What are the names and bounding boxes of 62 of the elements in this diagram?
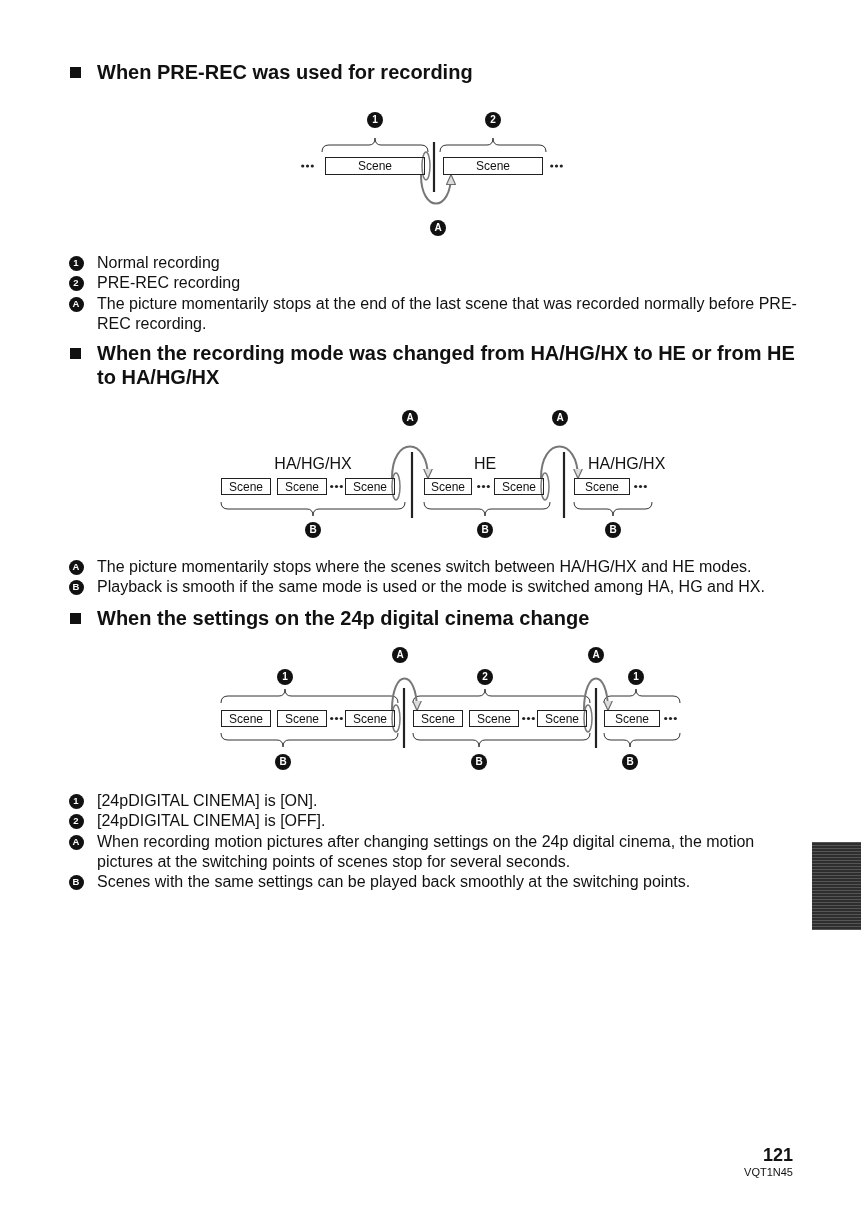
note-text: The picture momentarily stops where the scenes switch between HA/HG/HX and HE modes. xyxy=(97,557,753,577)
callout-marker: 1 xyxy=(628,669,644,685)
scene-box: Scene xyxy=(494,478,544,495)
note-text: Scenes with the same settings can be played back smoothly at the switching points. xyxy=(97,872,692,892)
scene-box: Scene xyxy=(604,710,660,727)
section-heading: When PRE-REC was used for recording xyxy=(97,60,474,84)
scene-box: Scene xyxy=(443,157,543,175)
callout-marker: B xyxy=(622,754,638,770)
note-marker: 2 xyxy=(68,813,84,829)
callout-marker: 1 xyxy=(277,669,293,685)
curved-arrow xyxy=(420,173,456,205)
note-marker: A xyxy=(68,834,84,850)
note-text: Normal recording xyxy=(97,253,221,273)
callout-marker: B xyxy=(471,754,487,770)
mode-label: HE xyxy=(473,455,497,473)
scene-box: Scene xyxy=(221,710,271,727)
callout-marker: A xyxy=(402,410,418,426)
scene-box: Scene xyxy=(345,710,395,727)
curved-arrow xyxy=(540,445,583,480)
note-marker: A xyxy=(68,559,84,575)
mode-label: HA/HG/HX xyxy=(274,455,352,473)
note-text: [24pDIGITAL CINEMA] is [ON]. xyxy=(97,791,319,811)
callout-marker: A xyxy=(430,220,446,236)
scene-box: Scene xyxy=(345,478,395,495)
scene-box: Scene xyxy=(221,478,271,495)
callout-marker: B xyxy=(275,754,291,770)
scene-box: Scene xyxy=(325,157,425,175)
callout-marker: B xyxy=(605,522,621,538)
scene-box: Scene xyxy=(537,710,587,727)
document-code: VQT1N45 xyxy=(744,1166,793,1179)
page-number: 121 xyxy=(762,1145,793,1165)
note-marker: B xyxy=(68,579,84,595)
note-marker: 2 xyxy=(68,275,84,291)
callout-marker: B xyxy=(477,522,493,538)
curved-arrow xyxy=(391,445,433,480)
note-text: PRE-REC recording xyxy=(97,273,242,293)
curved-arrow xyxy=(391,677,422,712)
note-marker: 1 xyxy=(68,255,84,271)
callout-marker: A xyxy=(588,647,604,663)
scene-box: Scene xyxy=(277,710,327,727)
mode-label: HA/HG/HX xyxy=(588,455,666,473)
callout-marker: 2 xyxy=(485,112,501,128)
callout-marker: 2 xyxy=(477,669,493,685)
callout-marker: B xyxy=(305,522,321,538)
note-text: When recording motion pictures after changing settings on the 24p digital cinema, the motion pictures at the switching points of scenes stop for several seconds. xyxy=(97,832,756,872)
callout-marker: 1 xyxy=(367,112,383,128)
note-text: Playback is smooth if the same mode is used or the mode is switched among HA, HG and HX. xyxy=(97,577,766,597)
note-text: The picture momentarily stops at the end of the last scene that was recorded normally before PRE-REC recording. xyxy=(97,294,798,334)
scene-box: Scene xyxy=(574,478,630,495)
curved-arrow xyxy=(583,677,613,712)
scene-box: Scene xyxy=(413,710,463,727)
note-marker: A xyxy=(68,296,84,312)
callout-marker: A xyxy=(552,410,568,426)
section-heading: When the recording mode was changed from HA/HG/HX to HE or from HE to HA/HG/HX xyxy=(97,341,796,389)
scene-box: Scene xyxy=(469,710,519,727)
note-marker: 1 xyxy=(68,793,84,809)
note-text: [24pDIGITAL CINEMA] is [OFF]. xyxy=(97,811,327,831)
scene-box: Scene xyxy=(424,478,472,495)
section-heading: When the settings on the 24p digital cinema change xyxy=(97,606,591,630)
scene-box: Scene xyxy=(277,478,327,495)
note-marker: B xyxy=(68,874,84,890)
callout-marker: A xyxy=(392,647,408,663)
